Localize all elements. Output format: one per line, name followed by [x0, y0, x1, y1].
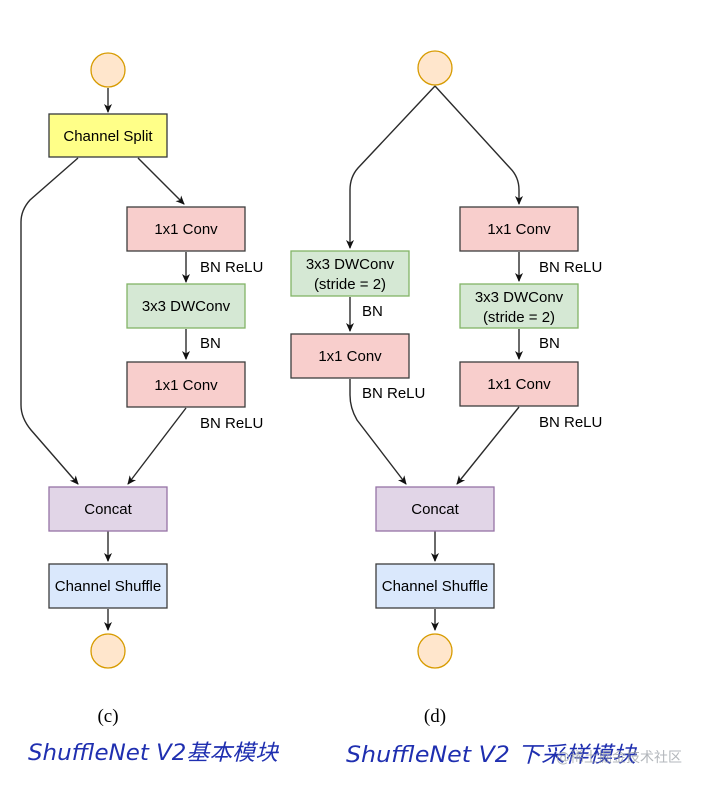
right-conv1-label: 1x1 Conv — [487, 221, 551, 238]
diagram-c: Channel Split 1x1 Conv BN ReLU 3x3 DWCon… — [20, 52, 280, 766]
edge-conv2-to-concat — [127, 407, 187, 485]
left-dwconv-label-1: 3x3 DWConv — [306, 256, 395, 273]
input-node-d — [417, 50, 453, 86]
right-dwconv-box — [459, 283, 579, 329]
edge-rconv2-to-concat — [456, 406, 520, 485]
input-node — [90, 52, 126, 88]
right-conv2-label: 1x1 Conv — [487, 376, 551, 393]
edge-input-to-right-branch — [434, 85, 523, 205]
caption-c: (c) — [97, 706, 118, 727]
edge-label-bn-relu-2: BN ReLU — [200, 415, 263, 432]
left-dwconv-box — [290, 250, 410, 297]
edge-lconv-to-concat — [349, 379, 407, 485]
left-dwconv-label-2: (stride = 2) — [314, 276, 386, 293]
edge-input-to-left-branch — [346, 85, 436, 249]
concat-label-d: Concat — [411, 501, 459, 518]
edge-label-bn-relu-1: BN ReLU — [200, 259, 263, 276]
channel-split-box — [48, 113, 168, 158]
edge-split-to-conv1 — [137, 157, 185, 205]
dwconv-box — [126, 283, 246, 329]
channel-split-label: Channel Split — [63, 128, 153, 145]
dwconv-label: 3x3 DWConv — [142, 298, 231, 315]
edge-label-bn: BN — [200, 335, 221, 352]
right-edge-label-bn-relu-1: BN ReLU — [539, 259, 602, 276]
right-conv1-box — [459, 206, 579, 252]
channel-shuffle-box — [48, 563, 168, 609]
conv1-box — [126, 206, 246, 252]
conv2-label: 1x1 Conv — [154, 377, 218, 394]
left-conv-box — [290, 333, 410, 379]
concat-box — [48, 486, 168, 532]
channel-shuffle-label-d: Channel Shuffle — [382, 578, 488, 595]
right-conv2-box — [459, 361, 579, 407]
right-edge-label-bn-relu-2: BN ReLU — [539, 414, 602, 431]
right-dwconv-label-1: 3x3 DWConv — [475, 289, 564, 306]
conv1-label: 1x1 Conv — [154, 221, 218, 238]
right-edge-label-bn: BN — [539, 335, 560, 352]
watermark: @稀土掘金技术社区 — [556, 750, 682, 766]
diagram-d: 3x3 DWConv (stride = 2) BN 1x1 Conv BN R… — [290, 50, 638, 768]
left-edge-label-bn: BN — [362, 303, 383, 320]
output-node — [90, 633, 126, 669]
edge-split-to-shortcut — [20, 157, 79, 485]
caption-d: (d) — [424, 706, 446, 727]
left-edge-label-bn-relu: BN ReLU — [362, 385, 425, 402]
handwritten-title-c: ShuffleNet V2基本模块 — [28, 741, 280, 766]
conv2-box — [126, 361, 246, 408]
handwritten-title-d: ShuffleNet V2 下采样模块 — [346, 743, 638, 768]
left-conv-label: 1x1 Conv — [318, 348, 382, 365]
channel-shuffle-box-d — [375, 563, 495, 609]
concat-label: Concat — [84, 501, 132, 518]
right-dwconv-label-2: (stride = 2) — [483, 309, 555, 326]
output-node-d — [417, 633, 453, 669]
channel-shuffle-label: Channel Shuffle — [55, 578, 161, 595]
concat-box-d — [375, 486, 495, 532]
